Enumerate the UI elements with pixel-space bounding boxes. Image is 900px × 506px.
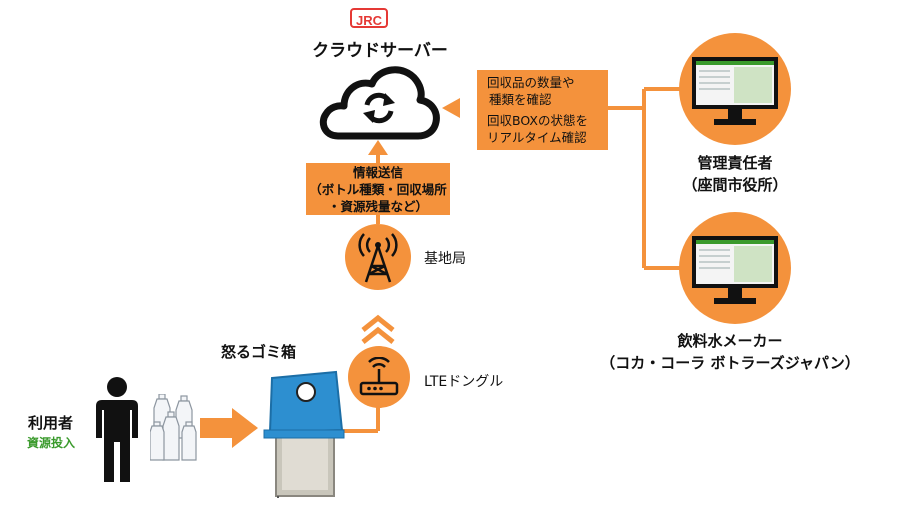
manager-line-2: （座間市役所） xyxy=(682,176,788,194)
maker-line-2: （コカ・コーラ ボトラーズジャパン） xyxy=(600,354,860,372)
manager-title: 管理責任者 （座間市役所） xyxy=(660,152,810,196)
refresh-icon xyxy=(363,92,395,124)
maker-line-1: 飲料水メーカー xyxy=(677,332,783,350)
user-subtitle: 資源投入 xyxy=(27,436,76,450)
user-title: 利用者 xyxy=(28,414,74,432)
manager-line-1: 管理責任者 xyxy=(697,154,773,172)
send-info-box: 情報送信 （ボトル種類・回収場所 ・資源残量など） xyxy=(306,163,450,215)
jrc-logo-text: JRC xyxy=(355,13,382,28)
base-station-label: 基地局 xyxy=(424,251,466,267)
cloud-title: クラウドサーバー xyxy=(312,41,448,61)
send-title: 情報送信 xyxy=(352,165,403,180)
confirm-info-box: 回収品の数量や 種類を確認 回収BOXの状態を リアルタイム確認 xyxy=(477,70,608,150)
send-line-3: ・資源残量など） xyxy=(327,199,428,214)
confirm-line-4: リアルタイム確認 xyxy=(487,130,587,145)
plastic-bottles-icon xyxy=(150,394,197,461)
jrc-logo: JRC xyxy=(350,8,388,28)
bin-title: 怒るゴミ箱 xyxy=(221,343,297,361)
dongle-label: LTEドングル xyxy=(424,374,504,390)
cloud-icon xyxy=(319,66,440,140)
smart-bin-image xyxy=(263,370,345,498)
maker-monitor-icon xyxy=(692,236,778,304)
router-icon xyxy=(359,357,399,396)
antenna-tower-icon xyxy=(358,233,398,283)
maker-title: 飲料水メーカー （コカ・コーラ ボトラーズジャパン） xyxy=(560,330,900,374)
confirm-line-3: 回収BOXの状態を xyxy=(487,113,588,128)
manager-monitor-icon xyxy=(692,57,778,125)
confirm-line-1: 回収品の数量や xyxy=(487,75,575,90)
confirm-line-2: 種類を確認 xyxy=(489,92,552,107)
person-icon xyxy=(96,377,138,482)
send-line-2: （ボトル種類・回収場所 xyxy=(309,182,447,197)
base-station-circle xyxy=(345,224,411,290)
